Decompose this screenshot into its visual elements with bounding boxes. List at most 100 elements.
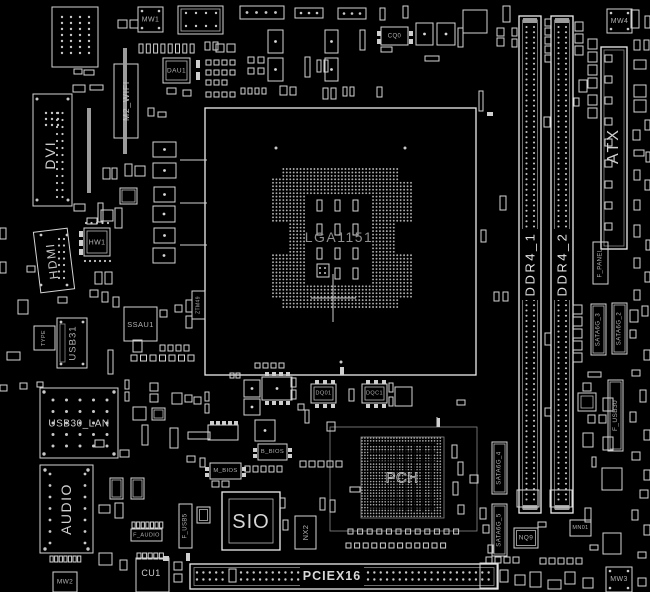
passive-component (633, 257, 641, 269)
grid-dot (379, 168, 381, 170)
grid-dot (416, 500, 418, 503)
dq01-chip-inner (313, 386, 334, 401)
grid-dot (410, 474, 413, 477)
grid-dot (358, 299, 361, 302)
pin-dot (315, 11, 319, 15)
grid-dot (403, 206, 406, 208)
pin-dot (61, 146, 64, 150)
grid-dot (289, 171, 292, 174)
pin-dot (532, 88, 536, 92)
chip-inner (121, 189, 136, 203)
grid-dot (398, 515, 401, 518)
grid-dot (361, 469, 363, 471)
passive-component (587, 107, 598, 119)
label-mw1: MW1 (142, 17, 160, 24)
grid-dot (366, 445, 369, 448)
grid-dot (424, 500, 427, 503)
pin-dot (57, 263, 61, 267)
pin-dot (557, 62, 560, 65)
pin-dot (557, 36, 560, 39)
grid-dot (320, 306, 323, 308)
grid-dot (303, 178, 305, 181)
pin-dot (525, 419, 528, 422)
pad (409, 31, 413, 36)
grid-dot (275, 285, 278, 288)
grid-dot (289, 285, 292, 288)
grid-dot (410, 202, 412, 205)
grid-dot (381, 480, 384, 483)
grid-dot (303, 306, 305, 308)
center-dot (444, 32, 448, 36)
pin-dot (626, 27, 630, 31)
pin-dot (525, 99, 528, 102)
grid-dot (366, 448, 369, 451)
grid-dot (436, 460, 439, 463)
pin-dot (83, 472, 87, 476)
grid-dot (381, 515, 384, 518)
pin-dot (83, 530, 87, 533)
grid-dot (285, 168, 288, 170)
pin-dot (532, 377, 536, 380)
grid-dot (375, 233, 378, 236)
grid-dot (375, 457, 378, 460)
pin-dot (557, 472, 560, 475)
grid-dot (292, 237, 295, 239)
passive-component (117, 19, 128, 29)
grid-dot (424, 457, 427, 460)
passive-component (244, 465, 251, 473)
passive-component (511, 38, 518, 48)
grid-dot (272, 181, 274, 184)
grid-dot (323, 288, 326, 291)
pad (163, 556, 169, 561)
pin-dot (564, 414, 568, 417)
grid-dot (296, 202, 299, 205)
grid-dot (303, 247, 305, 250)
grid-dot (419, 515, 421, 518)
conn-chip (130, 477, 145, 500)
grid-dot (282, 264, 285, 267)
pin-dot (525, 414, 528, 417)
grid-dot (384, 489, 387, 492)
mosfet (243, 398, 261, 416)
grid-dot (403, 195, 406, 198)
grid-dot (272, 202, 274, 205)
pad (210, 421, 214, 425)
passive-component (101, 291, 109, 303)
grid-dot (381, 509, 384, 512)
grid-dot (390, 471, 392, 474)
passive-component (587, 414, 596, 424)
grid-dot (289, 271, 292, 274)
grid-dot (303, 240, 305, 243)
grid-dot (369, 512, 372, 515)
grid-dot (439, 451, 442, 454)
grid-dot (366, 489, 369, 492)
pin-dot (557, 398, 560, 401)
grid-dot (393, 492, 395, 494)
pin-dot (69, 39, 73, 43)
label-mw2: MW2 (57, 579, 73, 586)
grid-dot (292, 181, 295, 184)
grid-dot (303, 174, 305, 177)
grid-dot (292, 275, 295, 277)
grid-dot (368, 168, 371, 170)
grid-dot (306, 299, 309, 302)
grid-dot (427, 466, 430, 468)
grid-dot (424, 509, 427, 512)
grid-dot (364, 477, 366, 480)
grid-dot (390, 454, 392, 457)
pin-dot (239, 578, 243, 581)
pin-dot (83, 541, 87, 545)
grid-dot (390, 512, 392, 515)
grid-dot (392, 233, 395, 236)
pin-dot (525, 94, 528, 97)
pin-dot (274, 146, 278, 150)
f-usb5-header (178, 503, 193, 549)
grid-dot (410, 463, 413, 465)
grid-dot (401, 454, 404, 457)
pin-dot (194, 11, 198, 15)
grid-dot (410, 486, 413, 489)
grid-dot (366, 474, 369, 477)
grid-dot (358, 292, 361, 295)
grid-dot (382, 268, 385, 270)
passive-component (185, 299, 193, 313)
